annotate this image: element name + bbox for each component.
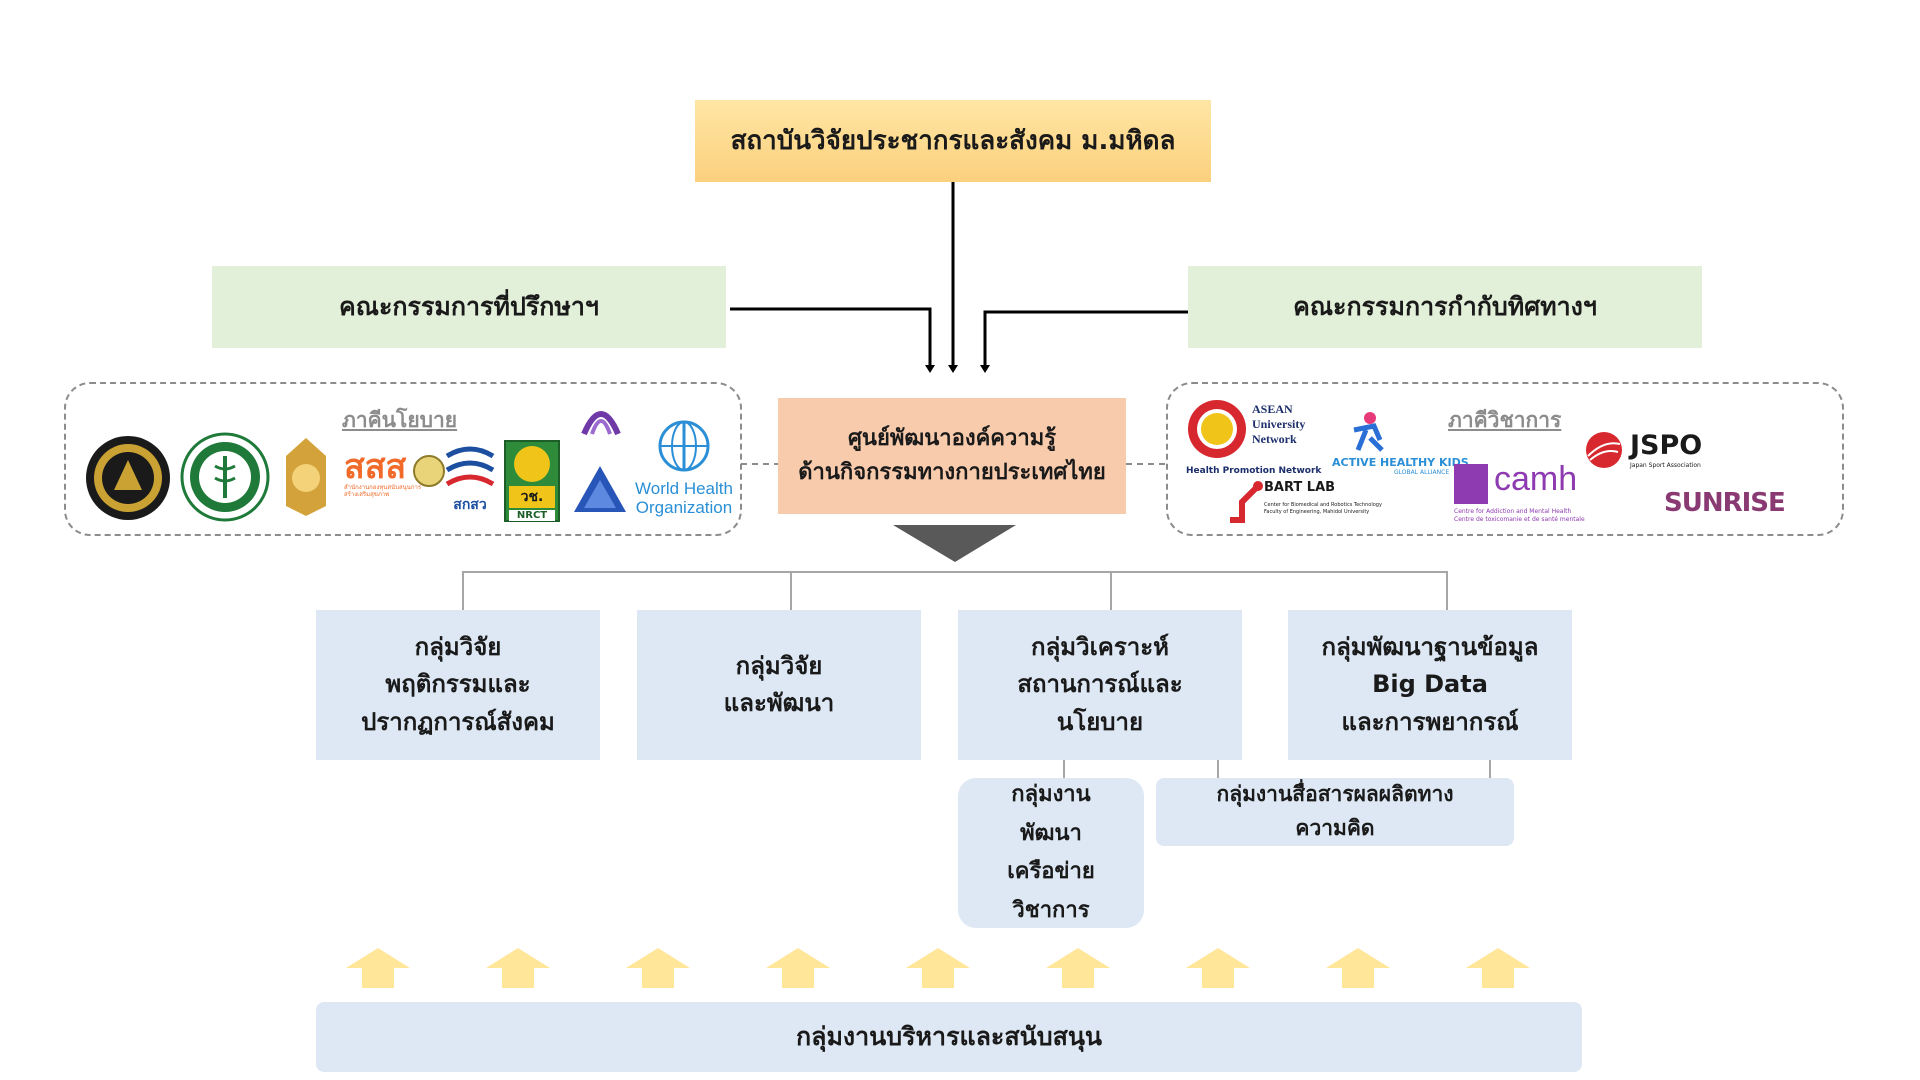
- center-box-line1: ศูนย์พัฒนาองค์ความรู้: [847, 425, 1057, 451]
- camh-text: camh: [1494, 460, 1578, 498]
- active-healthy-kids-text: ACTIVE HEALTHY KIDS: [1332, 456, 1469, 469]
- policy-partners-title: ภาคีนโยบาย: [342, 408, 458, 432]
- thaihealth-text: สสส: [344, 447, 407, 487]
- thai-government-seal-logo: [86, 436, 170, 520]
- thaihealth-logo: สสส สำนักงานกองทุนสนับสนุนการสร้างเสริมส…: [344, 450, 430, 498]
- camh-square-icon: [1454, 464, 1488, 504]
- aun-line3: Network: [1252, 432, 1297, 446]
- center-box-line2: ด้านกิจกรรมทางกายประเทศไทย: [798, 460, 1106, 485]
- purple-organization-logo: [581, 411, 621, 436]
- active-healthy-kids-logo: ACTIVE HEALTHY KIDS GLOBAL ALLIANCE: [1332, 410, 1469, 476]
- camh-subtext2: Centre de toxicomanie et de santé mental…: [1454, 515, 1585, 523]
- up-arrow-icon: [1326, 948, 1390, 988]
- nrct-logo: วช. NRCT: [504, 440, 560, 522]
- group-situation-analysis: กลุ่มวิเคราะห์ สถานการณ์และ นโยบาย: [958, 610, 1242, 760]
- globe-logo: [413, 455, 445, 487]
- tsri-wave-icon: [445, 446, 495, 487]
- jspo-subtext: Japan Sport Association: [1630, 462, 1701, 469]
- group-big-data: กลุ่มพัฒนาฐานข้อมูล Big Data และการพยากร…: [1288, 610, 1572, 760]
- subgroup-communication: กลุ่มงานสื่อสารผลผลิตทาง ความคิด: [1156, 778, 1514, 846]
- aun-subtext: Health Promotion Network: [1186, 466, 1322, 476]
- who-logo: World Health Organization: [632, 418, 736, 517]
- jspo-emblem-icon: [1586, 432, 1622, 468]
- academic-partners-panel: ภาคีวิชาการ ASEAN University Network Hea…: [1166, 382, 1844, 536]
- policy-partners-panel: ภาคีนโยบาย สสส สำนักงานกองทุนสนับสนุนการ…: [64, 382, 742, 536]
- up-arrow-icon: [346, 948, 410, 988]
- who-text-line2: Organization: [635, 497, 733, 517]
- camh-subtext1: Centre for Addiction and Mental Health: [1454, 508, 1572, 515]
- bart-lab-subtext2: Faculty of Engineering, Mahidol Universi…: [1264, 508, 1370, 515]
- group-research-development: กลุ่มวิจัย และพัฒนา: [637, 610, 921, 760]
- nrct-thai-text: วช.: [509, 486, 555, 508]
- knowledge-center-box: ศูนย์พัฒนาองค์ความรู้ ด้านกิจกรรมทางกายป…: [778, 398, 1126, 514]
- group-behavior-research: กลุ่มวิจัย พฤติกรรมและ ปรากฏการณ์สังคม: [316, 610, 600, 760]
- down-triangle: [893, 525, 1016, 562]
- up-arrow-icon: [1046, 948, 1110, 988]
- robot-arm-icon: [1230, 481, 1263, 523]
- asean-emblem-icon: [1188, 400, 1246, 458]
- steering-committee-box: คณะกรรมการกำกับทิศทางฯ: [1188, 266, 1702, 348]
- advisory-committee-box: คณะกรรมการที่ปรึกษาฯ: [212, 266, 726, 348]
- up-arrow-icon: [1466, 948, 1530, 988]
- blue-triangle-logo: [574, 466, 626, 512]
- aun-line1: ASEAN: [1252, 402, 1293, 416]
- up-arrow-icon: [906, 948, 970, 988]
- active-healthy-kids-subtext: GLOBAL ALLIANCE: [1394, 469, 1450, 476]
- subgroup-network: กลุ่มงาน พัฒนา เครือข่าย วิชาการ: [958, 778, 1144, 928]
- up-arrow-icon: [1186, 948, 1250, 988]
- bart-lab-text: BART LAB: [1264, 480, 1336, 495]
- tsri-text: สกสว: [453, 497, 487, 513]
- admin-support-box: กลุ่มงานบริหารและสนับสนุน: [316, 1002, 1582, 1072]
- up-arrow-icon: [766, 948, 830, 988]
- thaihealth-subtext: สำนักงานกองทุนสนับสนุนการสร้างเสริมสุขภา…: [344, 484, 422, 499]
- bart-lab-subtext1: Center for Biomedical and Robotics Techn…: [1264, 502, 1382, 508]
- nrct-text: NRCT: [509, 510, 555, 521]
- aun-line2: University: [1252, 417, 1306, 431]
- institute-box: สถาบันวิจัยประชากรและสังคม ม.มหิดล: [695, 100, 1211, 182]
- who-text-line1: World Health: [635, 479, 733, 498]
- academic-partners-title: ภาคีวิชาการ: [1448, 408, 1562, 432]
- up-arrow-icon: [626, 948, 690, 988]
- who-emblem-icon: [658, 420, 710, 472]
- running-figure-icon: [1353, 412, 1384, 452]
- tsri-logo: สกสว: [442, 442, 498, 516]
- right-committee-arrow: [983, 310, 1189, 365]
- jspo-text: JSPO: [1630, 430, 1703, 461]
- ministry-public-health-logo: [180, 432, 270, 522]
- up-arrow-icon: [486, 948, 550, 988]
- sunrise-logo: SUNRISE: [1664, 488, 1786, 518]
- ministry-education-logo: [286, 438, 326, 516]
- left-committee-arrow: [730, 307, 932, 365]
